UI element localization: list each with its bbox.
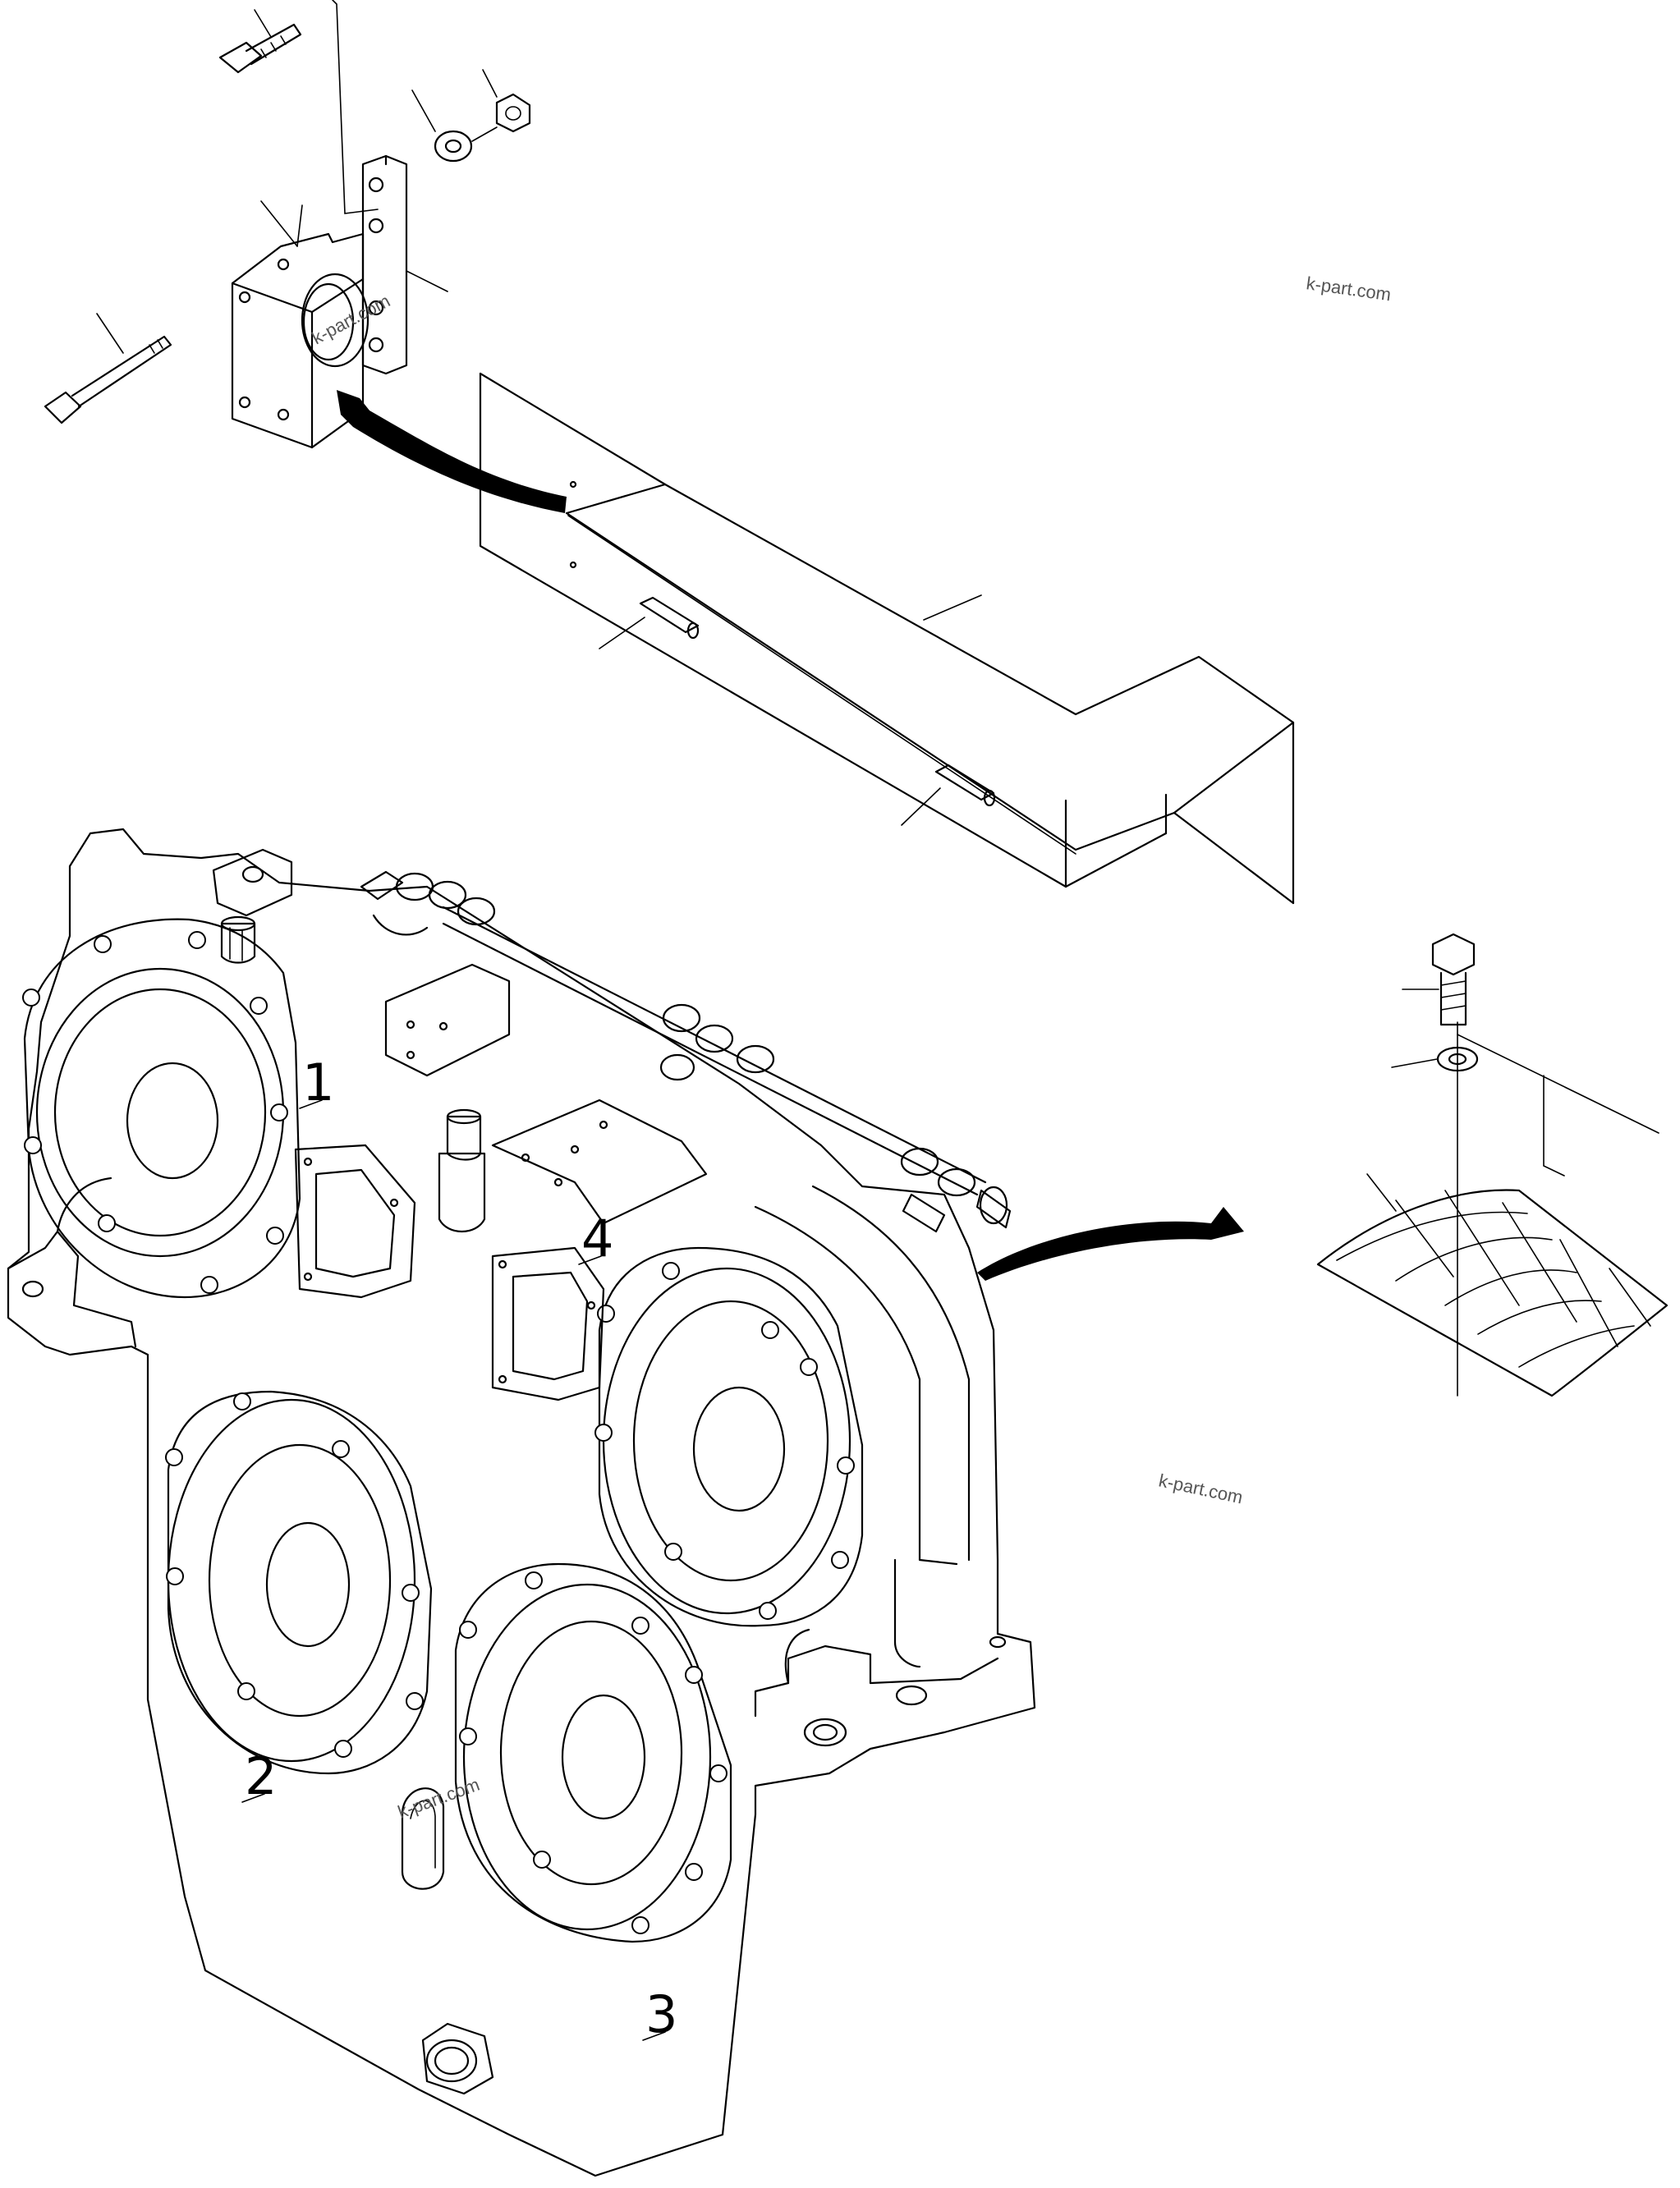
callout-2: 2 xyxy=(245,1746,277,1806)
callout-1: 1 xyxy=(302,1053,334,1112)
small-bolt-right xyxy=(1402,933,1476,1026)
flange-cover-1 xyxy=(22,918,301,1299)
mesh-grille-guard xyxy=(1316,1021,1669,1397)
watermark-housing: k-part.com xyxy=(395,1774,482,1823)
flange-cover-2 xyxy=(165,1390,433,1775)
top-cover-panel xyxy=(479,372,1295,905)
nut xyxy=(482,69,531,133)
mounting-plate xyxy=(361,154,448,375)
top-bolt-assembly xyxy=(218,0,379,214)
flange-cover-3 xyxy=(454,1562,732,1943)
flange-cover-4 xyxy=(594,1246,864,1627)
watermark-top-right: k-part.com xyxy=(1305,273,1392,305)
hydraulic-pipe xyxy=(360,870,1012,1233)
arrow-to-bearing xyxy=(337,390,567,513)
callout-3: 3 xyxy=(645,1984,677,2044)
port-cover-1 xyxy=(294,1144,416,1299)
split-bearing-block xyxy=(231,200,370,449)
long-bolt xyxy=(44,313,172,424)
callout-4: 4 xyxy=(581,1209,613,1268)
watermark-right-middle: k-part.com xyxy=(1157,1470,1245,1507)
gearbox-housing xyxy=(7,828,1036,2177)
arrow-to-grille xyxy=(977,1207,1244,1281)
washer xyxy=(411,89,498,163)
port-cover-4 xyxy=(491,1246,605,1401)
lock-washer-right xyxy=(1391,1046,1479,1072)
